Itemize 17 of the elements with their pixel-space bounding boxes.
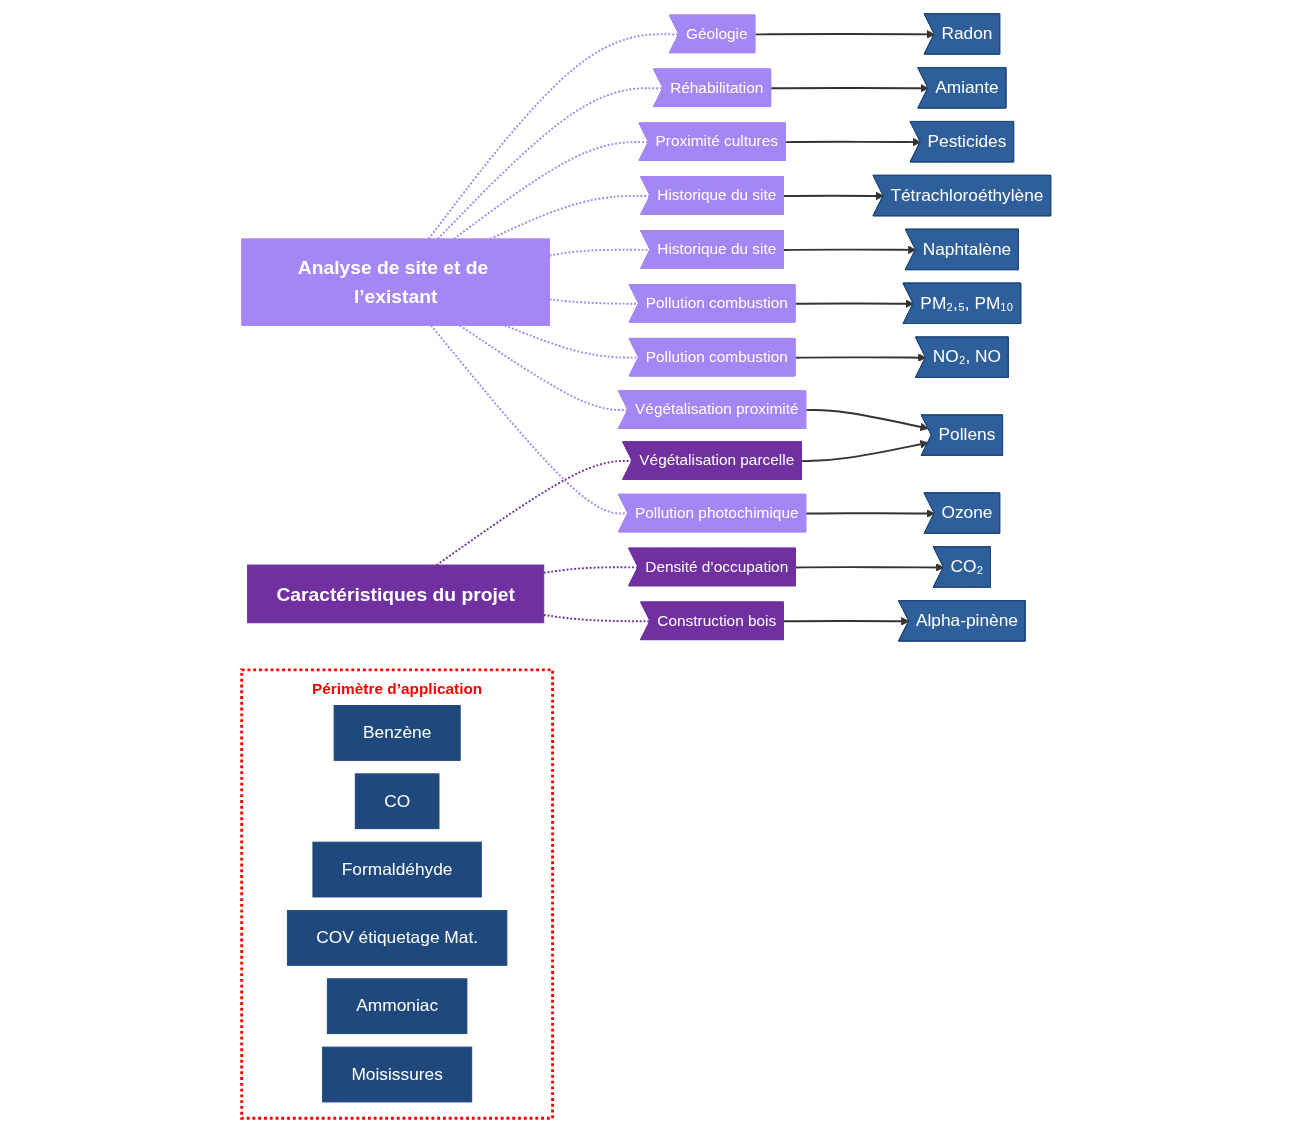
- arrow: [805, 408, 929, 431]
- node-box: CO: [354, 772, 440, 829]
- node-box: Moisissures: [321, 1046, 472, 1102]
- arrow: [794, 299, 914, 308]
- arrow: [805, 508, 935, 518]
- node-box: Benzène: [333, 704, 461, 761]
- arrow: [769, 83, 929, 92]
- arrow: [784, 137, 921, 146]
- arrow: [800, 439, 929, 462]
- arrow: [782, 191, 884, 200]
- node-box: Caractéristiques du projet: [246, 564, 545, 623]
- arrow: [754, 29, 935, 39]
- node-box: COV étiquetage Mat.: [286, 909, 508, 966]
- node-box: Formaldéhyde: [312, 841, 482, 897]
- node-box: Analyse de site et de l’existant: [241, 237, 550, 326]
- node-box: Ammoniac: [326, 977, 468, 1034]
- connector: [427, 32, 680, 240]
